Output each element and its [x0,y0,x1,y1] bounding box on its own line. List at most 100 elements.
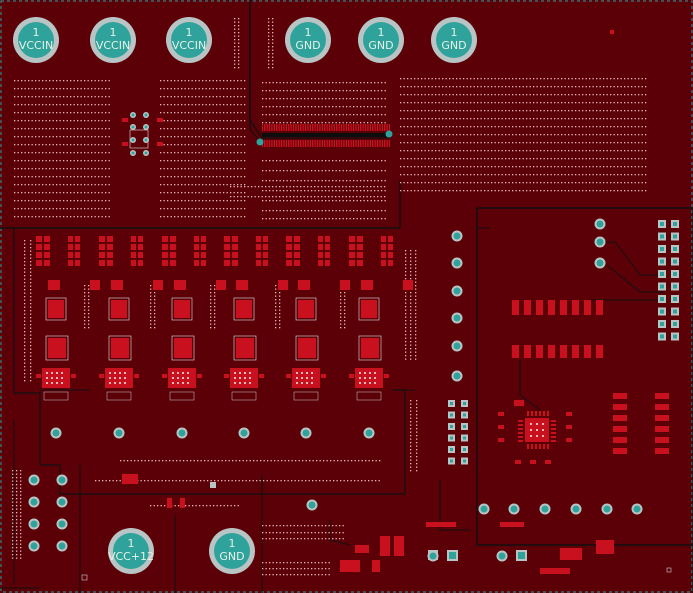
via-dot [405,344,407,346]
via-dot [571,126,573,128]
via-dot [265,568,267,570]
via-dot [449,134,451,136]
via-dot [24,271,26,273]
via-dot [77,120,79,122]
via-dot [14,208,16,210]
via-dot [31,192,33,194]
driver-ic-via [234,382,236,384]
power-pad-vccin-3[interactable]: 1 VCCIN [166,17,212,63]
via-dot [49,88,51,90]
via-dot [610,158,612,160]
via-dot [56,192,58,194]
via-dot [251,186,253,188]
via-dot [160,104,162,106]
via-dot [56,144,58,146]
mosfet-body [361,338,379,358]
capacitor-pad [278,280,288,290]
power-pad-gnd-4[interactable]: 1 GND [209,528,255,574]
via-dot [470,118,472,120]
via-dot [84,80,86,82]
via-dot [466,118,468,120]
via-dot [463,94,465,96]
via-dot [522,94,524,96]
via-dot [344,460,346,462]
via-dot [557,134,559,136]
power-pad-vccin-2[interactable]: 1 VCCIN [90,17,136,63]
via-dot [480,166,482,168]
via-dot [35,200,37,202]
via-dot [109,480,111,482]
via-dot [589,150,591,152]
via-dot [335,525,337,527]
via-dot [24,373,26,375]
via-dot [262,180,264,182]
via-dot [367,114,369,116]
via-dot [21,80,23,82]
driver-ic-via [296,377,298,379]
via-dot [335,170,337,172]
via-dot [610,94,612,96]
via-dot [529,166,531,168]
via-dot [52,96,54,98]
via-dot [220,505,222,507]
via-dot [452,166,454,168]
via-dot [505,150,507,152]
via-dot [63,136,65,138]
via-dot [568,110,570,112]
power-pad-vcc12[interactable]: 1 VCC+12 [108,528,154,574]
power-pad-gnd-1[interactable]: 1 GND [285,17,331,63]
via-dot [445,182,447,184]
via-dot [20,470,22,472]
via-dot [638,126,640,128]
via-dot [275,309,277,311]
via-dot [442,182,444,184]
via-dot [599,110,601,112]
via-dot [80,128,82,130]
driver-ic-via [301,382,303,384]
mcu-via [530,423,532,425]
via-dot [571,102,573,104]
via-dot [484,182,486,184]
via-dot [631,86,633,88]
via-dot [403,142,405,144]
power-pad-gnd-2[interactable]: 1 GND [358,17,404,63]
via-dot [88,320,90,322]
via-dot [533,126,535,128]
power-pad-vccin-1[interactable]: 1 VCCIN [13,17,59,63]
via-dot [12,533,14,535]
via-dot [49,128,51,130]
resistor-pad [170,252,176,258]
power-pad-gnd-3[interactable]: 1 GND [431,17,477,63]
via-dot [209,200,211,202]
capacitor-pad [298,280,310,290]
via-dot [24,331,26,333]
via-dot [375,460,377,462]
via-dot [283,98,285,100]
via-dot [94,184,96,186]
via-dot [311,568,313,570]
via-dot [613,166,615,168]
via-dot [101,176,103,178]
resistor-pad [44,260,50,266]
via-dot [356,180,358,182]
via-dot [417,102,419,104]
via-dot [564,158,566,160]
via-dot [98,200,100,202]
via-dot [49,104,51,106]
via-dot [266,480,268,482]
via-dot [279,186,281,188]
via-dot [589,102,591,104]
via-dot [421,182,423,184]
via-dot [300,114,302,116]
via-dot [268,186,270,188]
via-dot [370,98,372,100]
through-hole-center [572,505,580,513]
via-dot [571,142,573,144]
via-dot [610,174,612,176]
via-dot [456,142,458,144]
resistor-pad [357,244,363,250]
via-dot [45,160,47,162]
mosfet-silk [45,335,69,361]
via-dot [410,442,412,444]
via-dot [216,128,218,130]
